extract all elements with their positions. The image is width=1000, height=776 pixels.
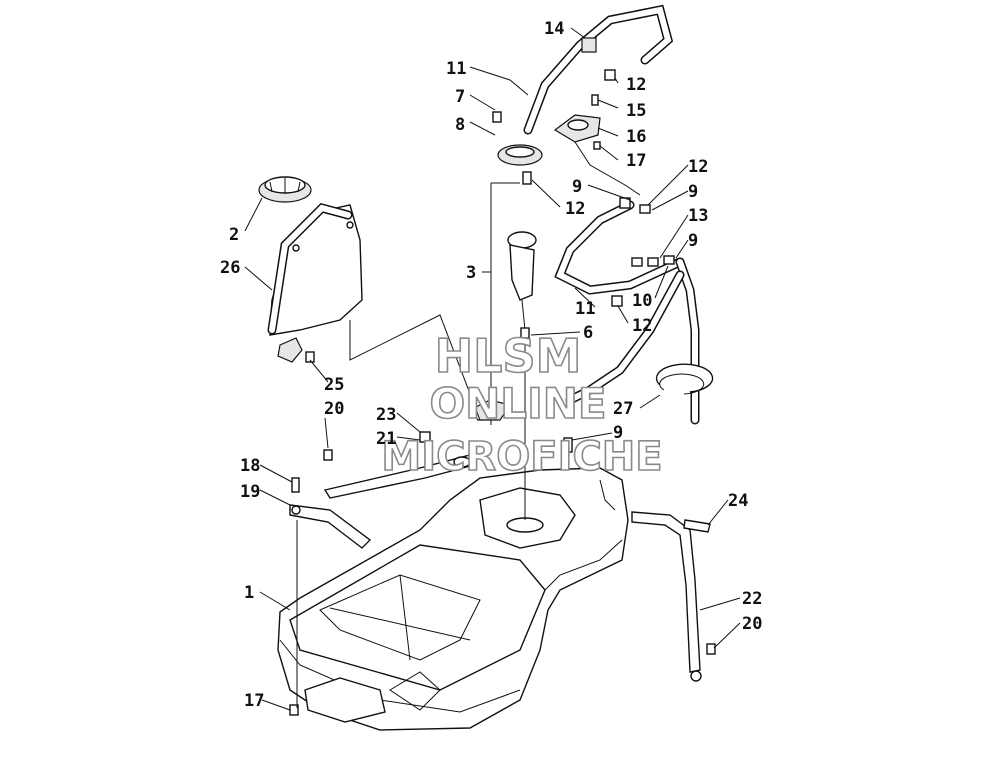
strap-bracket-21 (323, 431, 475, 499)
watermark-line-1: HLSM (435, 329, 582, 383)
callout-11-bottom: 11 (575, 299, 595, 319)
fasteners (289, 111, 716, 716)
callout-2: 2 (229, 225, 239, 245)
callout-17-bottom: 17 (244, 691, 264, 711)
callout-9-a: 9 (572, 177, 582, 197)
vent-hose-upper (523, 4, 674, 135)
callout-8: 8 (455, 115, 465, 135)
callout-27: 27 (613, 399, 633, 419)
callout-22: 22 (742, 589, 762, 609)
fuel-pump-assembly (490, 144, 543, 520)
callout-6: 6 (583, 323, 593, 343)
callout-3: 3 (466, 263, 476, 283)
callout-1: 1 (244, 583, 254, 603)
callout-7: 7 (455, 87, 465, 107)
rollover-valve (553, 94, 641, 196)
leader-lines (244, 27, 741, 711)
strap-22 (631, 511, 711, 682)
strap-bracket-19 (289, 504, 372, 549)
callout-9-c: 9 (688, 231, 698, 251)
callout-20-right: 20 (742, 614, 762, 634)
callout-20-left: 20 (324, 399, 344, 419)
callout-13: 13 (688, 206, 708, 226)
callout-9-d: 9 (613, 423, 623, 443)
watermark-line-2: ONLINE (429, 379, 606, 428)
callout-16: 16 (626, 127, 646, 147)
grommet-25 (277, 337, 315, 363)
fuel-tank (277, 467, 629, 731)
watermark-line-3: MICROFICHE (381, 434, 662, 480)
callout-14: 14 (544, 19, 564, 39)
callout-10: 10 (632, 291, 652, 311)
callout-11-top: 11 (446, 59, 466, 79)
callout-12-mid: 12 (565, 199, 585, 219)
hose-clamp-ring (655, 363, 714, 395)
callout-12-bottom: 12 (632, 316, 652, 336)
callout-25: 25 (324, 375, 344, 395)
watermark: HLSM ONLINE MICROFICHE (381, 328, 664, 481)
callout-26: 26 (220, 258, 240, 278)
callout-12-right: 12 (688, 157, 708, 177)
callout-9-b: 9 (688, 182, 698, 202)
filler-cap (258, 176, 312, 203)
callout-21: 21 (376, 429, 396, 449)
fuel-hose-loop (554, 197, 700, 425)
callout-17-top: 17 (626, 151, 646, 171)
callout-labels: 14 11 12 7 15 8 16 17 12 9 9 12 13 2 9 2… (220, 19, 762, 711)
callout-12-top: 12 (626, 75, 646, 95)
callout-18: 18 (240, 456, 260, 476)
callout-15: 15 (626, 101, 646, 121)
callout-24: 24 (728, 491, 748, 511)
callout-23: 23 (376, 405, 396, 425)
callout-19: 19 (240, 482, 260, 502)
filler-neck-hose (267, 202, 363, 336)
